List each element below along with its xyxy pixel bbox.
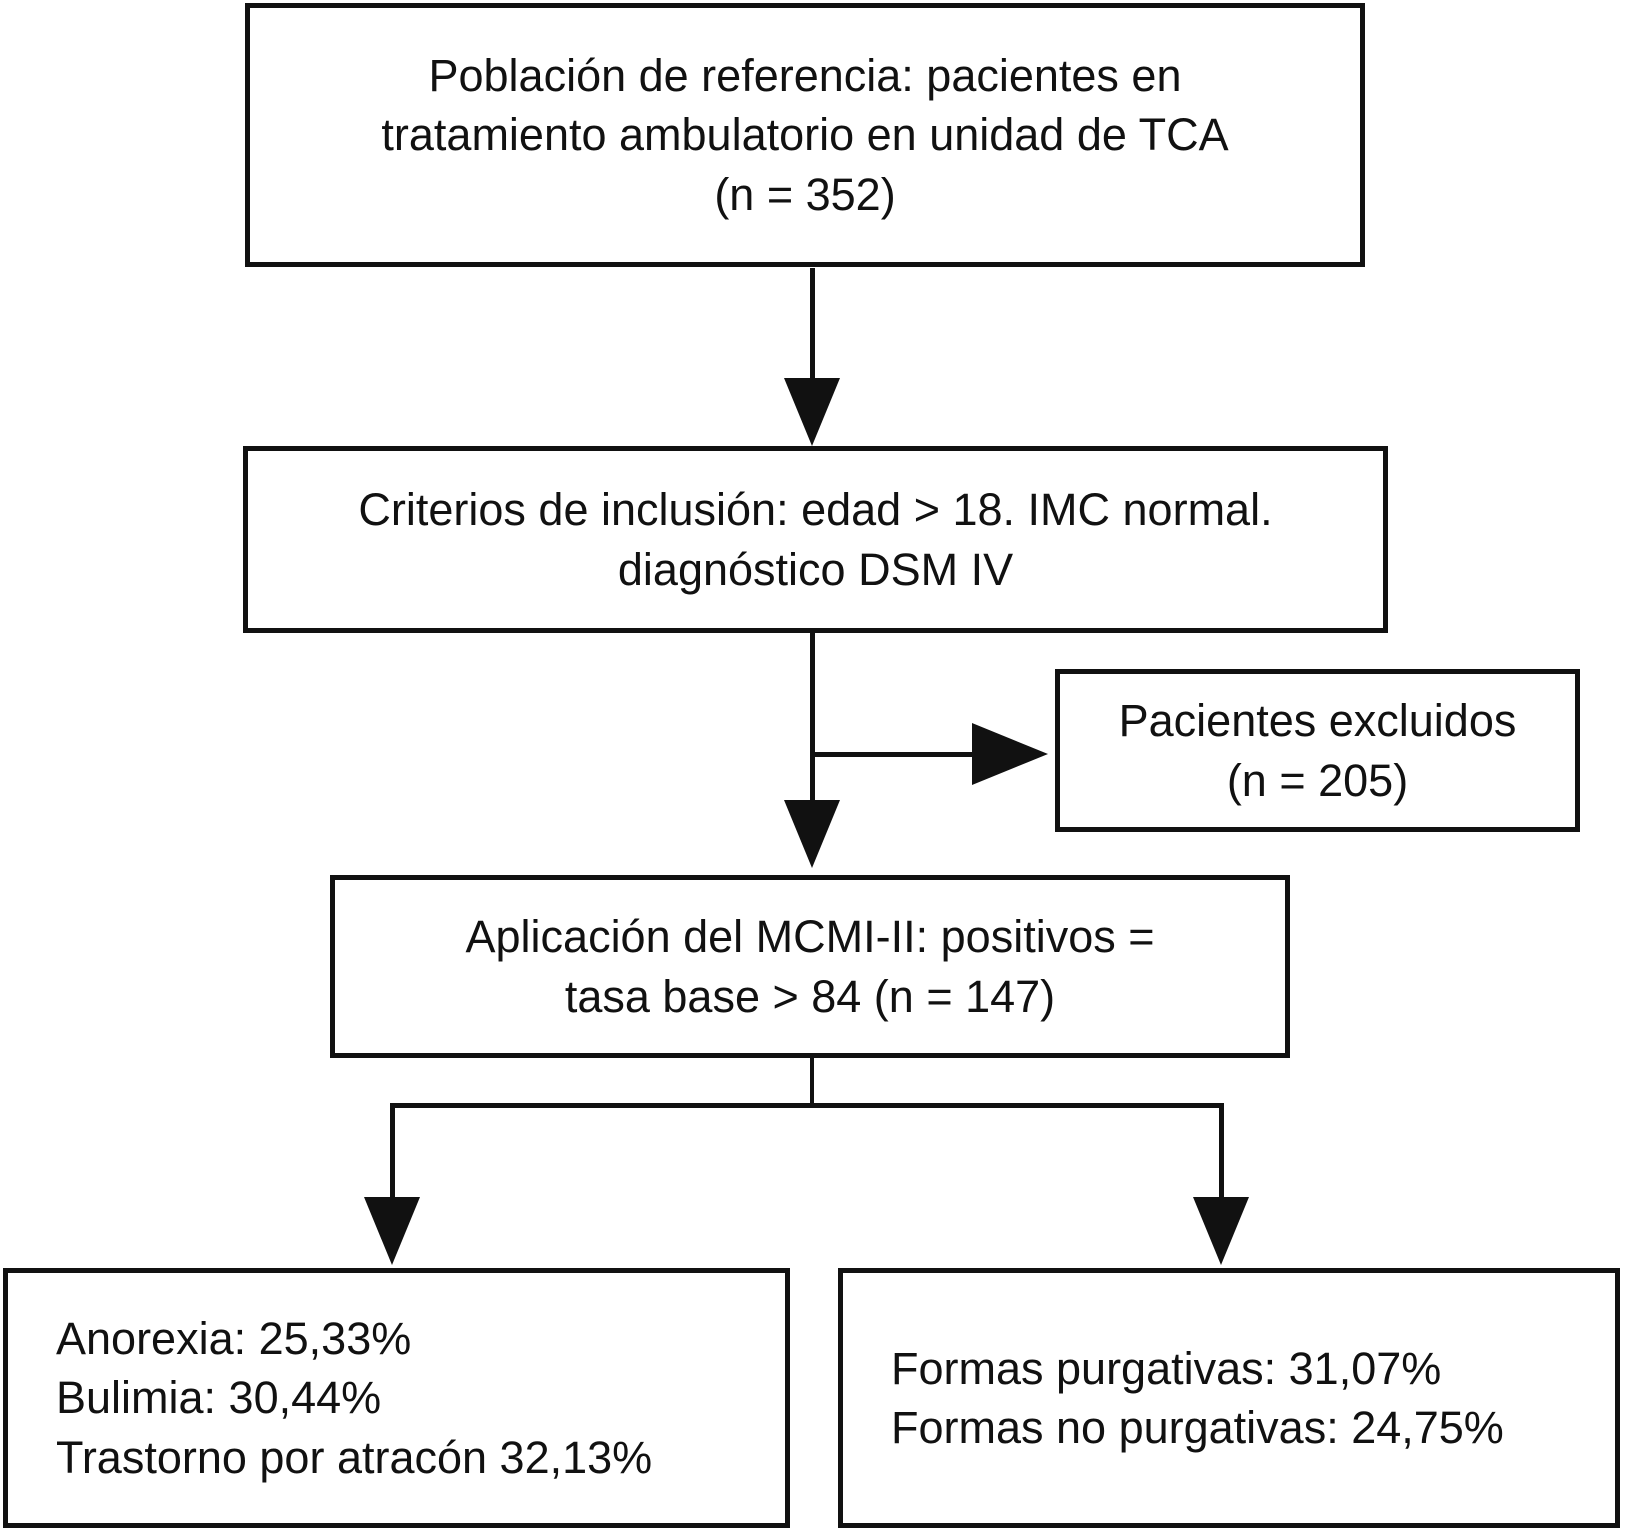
arrow-stem-reference-to-inclusion [810,268,815,380]
node-text-line: tasa base > 84 (n = 147) [564,970,1056,1022]
node-text-line: Anorexia: 25,33% [56,1312,412,1364]
node-text-line: Aplicación del MCMI-II: positivos = [465,911,1155,963]
split-left-line [390,1103,395,1199]
node-text-line: diagnóstico DSM IV [617,543,1014,595]
split-horizontal-line [390,1103,1224,1108]
arrow-stem-inclusion-to-mcmi [810,633,815,803]
split-stub-line [810,1058,814,1106]
node-excluded-patients: Pacientes excluidos (n = 205) [1055,669,1580,832]
node-inclusion-criteria: Criterios de inclusión: edad > 18. IMC n… [243,446,1388,633]
node-mcmi-application: Aplicación del MCMI-II: positivos = tasa… [330,875,1290,1058]
node-text-line: (n = 205) [1226,754,1409,806]
arrowhead-down-icon [784,800,840,868]
node-text-line: Criterios de inclusión: edad > 18. IMC n… [358,484,1273,536]
arrowhead-down-icon [784,378,840,446]
node-text-line: Bulimia: 30,44% [56,1372,382,1424]
node-text-line: Formas purgativas: 31,07% [891,1342,1442,1394]
node-reference-population: Población de referencia: pacientes en tr… [245,3,1365,267]
node-text-line: Formas no purgativas: 24,75% [891,1402,1504,1453]
node-text-line: Trastorno por atracón 32,13% [56,1431,653,1483]
split-right-line [1219,1103,1224,1199]
arrow-branch-to-excluded [810,752,972,757]
node-text-line: (n = 352) [714,168,896,220]
node-text-line: Pacientes excluidos [1118,695,1517,747]
node-purgative-subtypes: Formas purgativas: 31,07% Formas no purg… [838,1268,1620,1528]
node-diagnosis-percentages: Anorexia: 25,33% Bulimia: 30,44% Trastor… [3,1268,790,1528]
arrowhead-down-icon [364,1197,420,1265]
node-text-line: Población de referencia: pacientes en [428,49,1182,101]
arrowhead-down-icon [1193,1197,1249,1265]
node-text-line: tratamiento ambulatorio en unidad de TCA [381,109,1229,161]
arrowhead-right-icon [972,723,1048,785]
